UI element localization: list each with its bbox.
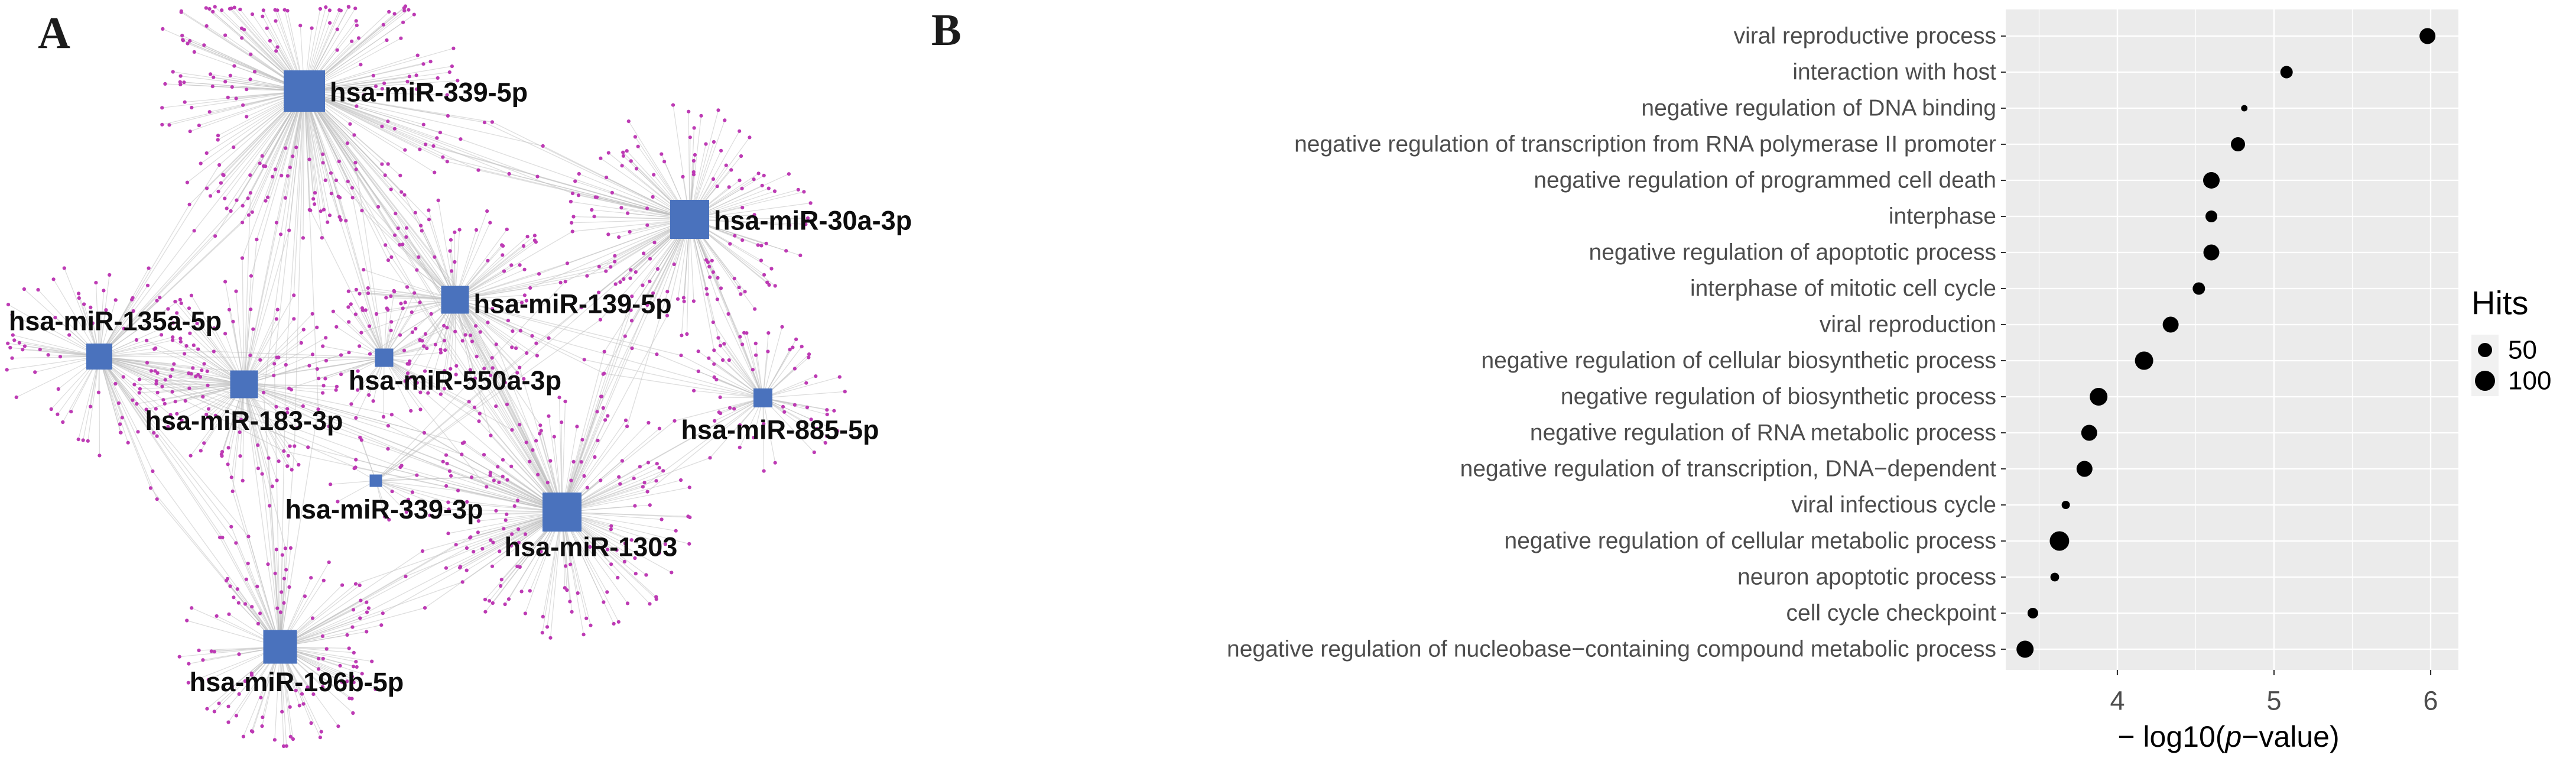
y-axis-label: negative regulation of cellular biosynth… <box>1481 348 1996 374</box>
mirna-hub-nodes <box>86 70 772 664</box>
mirna-node-label: hsa-miR-339-5p <box>330 77 528 108</box>
y-axis-label: negative regulation of nucleobase−contai… <box>1227 637 1996 662</box>
hits-dot <box>2231 137 2245 151</box>
y-axis-label: negative regulation of apoptotic process <box>1589 240 1996 265</box>
axes: 4 5 6 viral reproductive process interaction… <box>1227 24 2438 716</box>
legend-title: Hits <box>2471 284 2528 322</box>
mirna-node-hsa-miR-135a-5p <box>86 344 112 370</box>
target-gene-dots <box>5 4 847 749</box>
hits-dot <box>2203 244 2220 261</box>
legend-key-dot <box>2475 371 2495 391</box>
x-tick-label: 5 <box>2266 686 2281 716</box>
y-axis-label: cell cycle checkpoint <box>1786 601 1997 626</box>
x-tick-label: 6 <box>2423 686 2438 716</box>
y-axis-label: interphase of mitotic cell cycle <box>1690 276 1996 302</box>
mirna-node-label: hsa-miR-885-5p <box>681 415 879 445</box>
hits-dot <box>2061 501 2070 509</box>
y-axis-label: negative regulation of cellular metaboli… <box>1505 529 1996 554</box>
hits-dot <box>2280 66 2293 79</box>
y-axis-label: interaction with host <box>1792 60 1996 85</box>
mirna-node-label: hsa-miR-339-3p <box>285 494 483 524</box>
panel-b-letter: B <box>931 5 961 55</box>
mirna-node-hsa-miR-550a-3p <box>375 348 394 367</box>
hits-dot <box>2081 425 2097 441</box>
hits-dot <box>2050 572 2059 582</box>
y-axis-label: viral reproduction <box>1820 312 1996 338</box>
x-tick-label: 4 <box>2110 686 2125 716</box>
legend-key-dot <box>2478 343 2492 357</box>
mirna-node-hsa-miR-339-5p <box>284 70 325 112</box>
hits-dot <box>2049 531 2070 551</box>
y-axis-label: interphase <box>1889 204 1996 229</box>
mirna-node-label: hsa-miR-550a-3p <box>349 365 561 396</box>
y-axis-label: negative regulation of biosynthetic proc… <box>1561 384 1996 410</box>
hits-dot <box>2016 640 2034 658</box>
hits-dot <box>2027 608 2038 618</box>
hits-dot <box>2192 282 2205 295</box>
legend-entry-label: 50 <box>2508 336 2537 365</box>
plot-panel-background <box>2006 9 2458 670</box>
mirna-node-label: hsa-miR-196b-5p <box>190 667 404 697</box>
mirna-node-label: hsa-miR-135a-5p <box>9 306 222 336</box>
hits-dot <box>2203 172 2220 189</box>
y-axis-label: negative regulation of transcription, DN… <box>1460 456 1997 482</box>
mirna-node-label: hsa-miR-183-3p <box>145 406 343 436</box>
y-axis-label: viral reproductive process <box>1734 24 1996 49</box>
hits-dot <box>2076 461 2093 477</box>
hits-dots <box>2016 28 2436 658</box>
hits-dot <box>2241 105 2248 112</box>
hits-dot <box>2419 28 2436 44</box>
x-axis-title: − log10(p−value) <box>2117 720 2339 753</box>
hits-dot <box>2090 388 2108 406</box>
mirna-node-hsa-miR-183-3p <box>230 370 258 399</box>
hits-dot <box>2205 210 2217 222</box>
y-axis-label: negative regulation of transcription fro… <box>1294 132 1996 157</box>
mirna-node-hsa-miR-196b-5p <box>263 630 297 664</box>
hits-dot <box>2162 316 2179 333</box>
hits-dot <box>2135 351 2153 370</box>
mirna-node-hsa-miR-30a-3p <box>670 200 709 239</box>
mirna-node-hsa-miR-139-5p <box>441 286 469 314</box>
y-axis-label: neuron apoptotic process <box>1737 565 1996 590</box>
mirna-node-label: hsa-miR-1303 <box>505 532 678 562</box>
y-axis-label: negative regulation of programmed cell d… <box>1534 168 1996 193</box>
mirna-node-hsa-miR-885-5p <box>753 388 772 407</box>
y-axis-label: viral infectious cycle <box>1791 493 1996 518</box>
mirna-node-label: hsa-miR-30a-3p <box>714 206 912 236</box>
mirna-node-hsa-miR-339-3p <box>369 474 382 487</box>
dotplot-panel: 4 5 6 viral reproductive process interaction… <box>1227 9 2551 753</box>
mirna-node-hsa-miR-1303 <box>543 493 582 532</box>
mirna-node-labels: hsa-miR-339-5p hsa-miR-30a-3p hsa-miR-135a… <box>9 77 912 698</box>
legend-entry-label: 100 <box>2508 367 2551 396</box>
y-axis-label: negative regulation of RNA metabolic pro… <box>1530 420 1996 446</box>
panel-a-letter: A <box>38 8 70 58</box>
y-axis-label: negative regulation of DNA binding <box>1641 96 1996 121</box>
mirna-node-label: hsa-miR-139-5p <box>474 289 672 319</box>
